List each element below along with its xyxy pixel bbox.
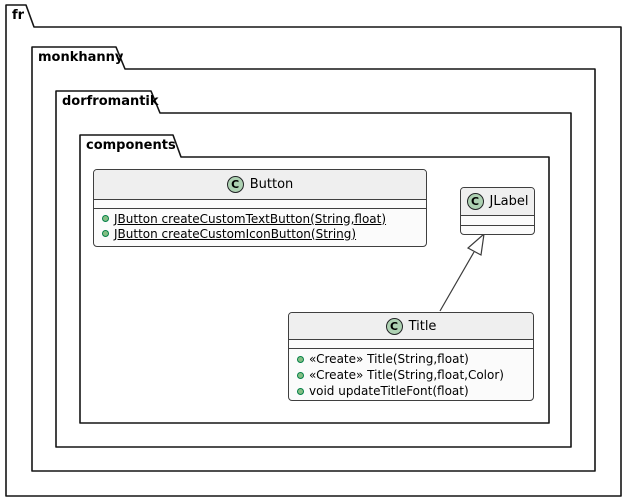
method-row: JButton createCustomIconButton(String) (94, 226, 426, 241)
inheritance-arrow-line (439, 251, 475, 312)
class-name-title: Title (408, 318, 437, 334)
class-button-fields-compartment (94, 199, 426, 208)
class-icon: C (466, 193, 484, 210)
package-label-fr: fr (12, 8, 25, 23)
class-button: C Button JButton createCustomTextButton(… (93, 169, 427, 247)
public-visibility-icon (297, 387, 304, 395)
class-name-button: Button (249, 177, 294, 192)
class-button-header: C Button (94, 170, 426, 199)
class-title-methods-compartment: «Create» Title(String,float) «Create» Ti… (289, 348, 533, 400)
package-fr-outline (5, 4, 622, 497)
class-icon: C (226, 176, 244, 193)
package-label-dorfromantik: dorfromantik (62, 94, 159, 109)
class-jlabel-methods-compartment (461, 225, 534, 234)
public-visibility-icon (297, 355, 304, 363)
class-icon: C (385, 317, 403, 335)
package-monkhanny-outline (31, 46, 596, 472)
method-row: «Create» Title(String,float,Color) (289, 367, 533, 383)
method-text: void updateTitleFont(float) (309, 384, 469, 398)
method-text: JButton createCustomTextButton(String,fl… (114, 211, 387, 226)
public-visibility-icon (102, 230, 109, 237)
method-row: JButton createCustomTextButton(String,fl… (94, 211, 426, 226)
public-visibility-icon (297, 371, 304, 379)
class-button-methods-compartment: JButton createCustomTextButton(String,fl… (94, 208, 426, 246)
class-title-fields-compartment (289, 339, 533, 348)
class-title-header: C Title (289, 313, 533, 339)
class-jlabel-header: C JLabel (461, 188, 534, 215)
package-dorfromantik-outline (55, 90, 572, 448)
public-visibility-icon (102, 215, 109, 222)
class-jlabel-fields-compartment (461, 215, 534, 225)
method-text: JButton createCustomIconButton(String) (114, 226, 357, 241)
method-row: «Create» Title(String,float) (289, 351, 533, 367)
inheritance-arrow-head (466, 232, 485, 256)
class-title: C Title «Create» Title(String,float) «Cr… (288, 312, 534, 401)
package-label-monkhanny: monkhanny (38, 50, 124, 65)
class-jlabel: C JLabel (460, 187, 535, 235)
method-text: «Create» Title(String,float,Color) (309, 368, 504, 382)
class-name-jlabel: JLabel (489, 194, 529, 209)
method-row: void updateTitleFont(float) (289, 383, 533, 399)
package-components-outline (79, 134, 550, 424)
method-text: «Create» Title(String,float) (309, 352, 469, 366)
package-label-components: components (86, 138, 176, 153)
